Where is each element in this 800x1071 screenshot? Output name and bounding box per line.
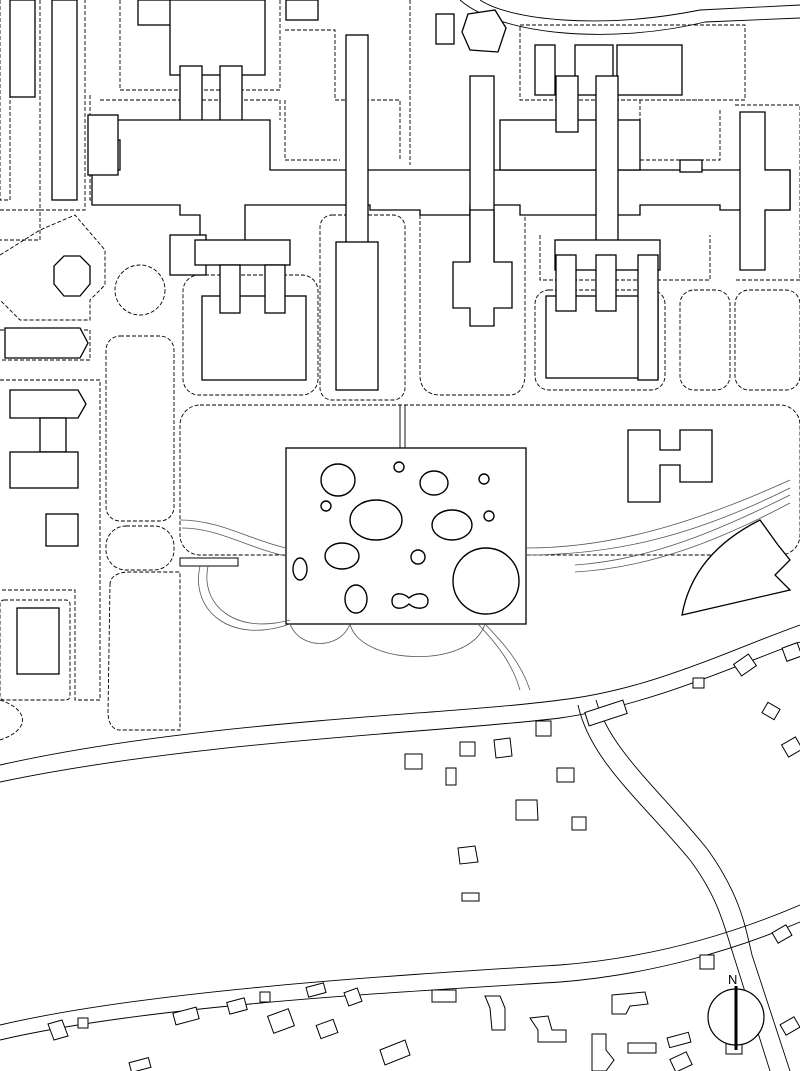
central-pavilion [179,405,791,691]
north-label: N [728,972,738,987]
north-arrow-icon [707,986,765,1050]
campus-buildings [4,0,792,675]
pathways [0,0,800,741]
residential-houses [47,642,800,1071]
